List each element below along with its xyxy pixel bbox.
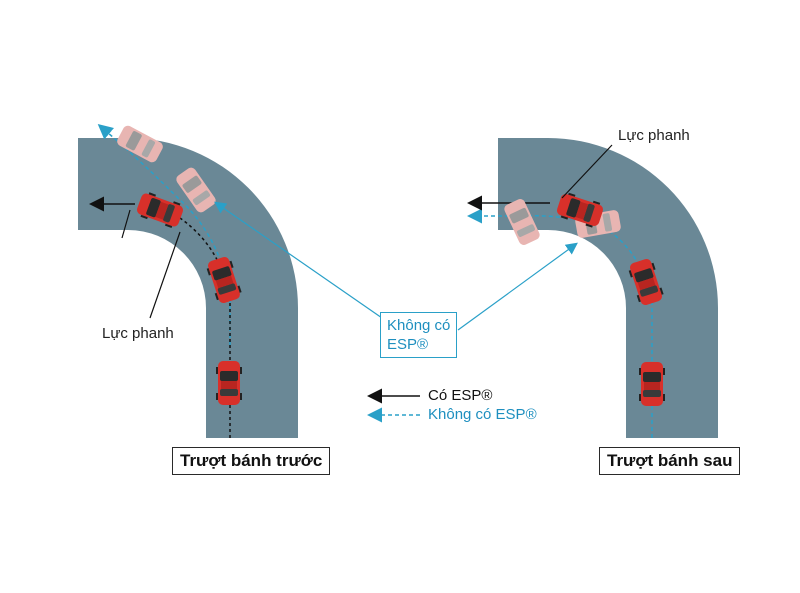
legend-with-esp-label: Có ESP® [428,387,493,404]
without-esp-callout: Không có ESP® [380,312,458,358]
right-panel-title: Trượt bánh sau [599,447,741,475]
legend-without-esp: Không có ESP® [428,406,537,423]
callout-pointer-right [457,242,578,331]
left-car-3 [216,361,242,405]
left-brake-label: Lực phanh [102,325,174,342]
right-road [498,138,718,438]
callout-pointer-left [214,201,383,319]
right-brake-pointer [561,144,613,199]
left-panel-title: Trượt bánh trước [172,447,331,475]
legend-with-esp: Có ESP® [428,387,492,404]
left-path-with-esp [179,217,231,438]
left-brake-pointer-1 [121,209,131,239]
callout-line-2: ESP® [387,336,429,353]
callout-line-1: Không có [387,317,451,334]
right-car-3 [639,362,665,406]
right-brake-label: Lực phanh [618,127,690,144]
left-brake-pointer-2 [149,231,181,319]
legend-without-esp-label: Không có ESP® [428,406,537,423]
left-road [78,138,298,438]
